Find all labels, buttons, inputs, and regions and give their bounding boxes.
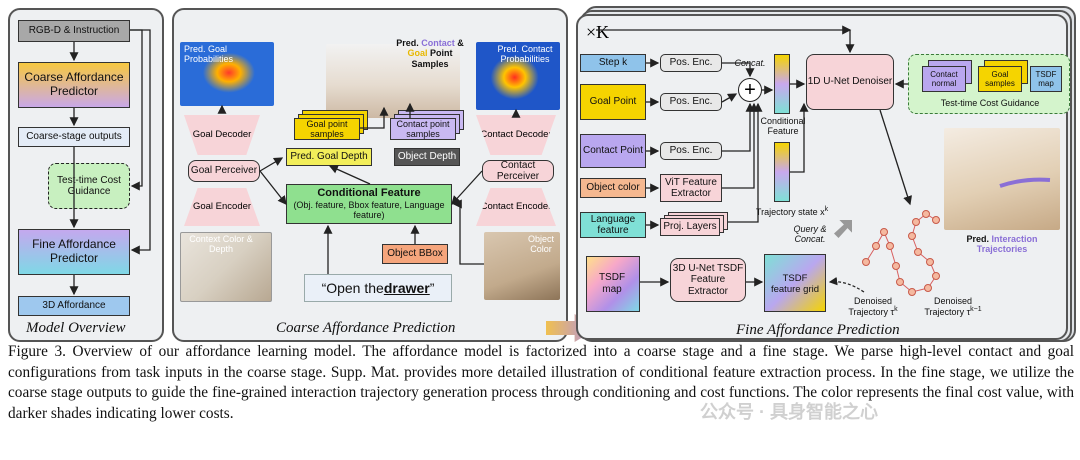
contact-probability-heatmap (476, 42, 560, 110)
pred-goal-depth: Pred. Goal Depth (286, 148, 372, 166)
contact-normal: Contact normal (922, 66, 966, 92)
goal-point: Goal Point (580, 84, 646, 120)
coarse-predictor-box: Coarse Affordance Predictor (18, 62, 130, 108)
denoised-k1-label: Denoised Trajectory τk−1 (924, 296, 982, 318)
model-overview-title: Model Overview (26, 320, 126, 336)
language-feature: Language feature (580, 212, 646, 238)
vit-extractor: ViT Feature Extractor (660, 174, 722, 202)
contact-encoder: Contact Encoder (476, 188, 556, 226)
contact-point-samples: Contact point samples (390, 118, 456, 140)
tsdf-grid-cube (764, 254, 826, 312)
denoiser: 1D U-Net Denoiser (806, 54, 894, 110)
concat-label: Concat. (734, 58, 766, 68)
step-k: Step k (580, 54, 646, 72)
object-color-image (484, 232, 560, 300)
pos-enc-contact: Pos. Enc. (660, 142, 722, 160)
unet3d-extractor: 3D U-Net TSDF Feature Extractor (670, 258, 746, 302)
goal-point-samples: Goal point samples (294, 118, 360, 140)
object-depth: Object Depth (394, 148, 460, 166)
pos-enc-goal: Pos. Enc. (660, 93, 722, 111)
repeat-k: ×K (586, 22, 610, 42)
watermark: 公众号 · 具身智能之心 (700, 402, 878, 422)
goal-probability-label: Pred. Goal Probabilities (184, 44, 234, 65)
cost-guidance-label: Test-time Cost Guidance (940, 98, 1040, 108)
concat-node: + (738, 78, 762, 102)
cost-guidance-box: Test-time Cost Guidance (48, 163, 130, 209)
conditional-feature-box: Conditional Feature (Obj. feature, Bbox … (286, 184, 452, 224)
coarse-outputs-box: Coarse-stage outputs (18, 127, 130, 147)
contact-perceiver: Contact Perceiver (482, 160, 554, 182)
trajectory-state-label: Trajectory state xk (755, 206, 829, 217)
query-concat-label: Query & Concat. (793, 224, 827, 245)
contact-probability-label: Pred. Contact Probabilities (497, 44, 553, 65)
pos-enc-step: Pos. Enc. (660, 54, 722, 72)
tsdf-map-tile (586, 256, 640, 312)
goal-perceiver: Goal Perceiver (188, 160, 260, 182)
trajectory-state-bar (774, 142, 790, 202)
pred-trajectory-image (944, 128, 1060, 230)
conditional-feature-label: Conditional Feature (760, 116, 806, 137)
goal-probability-heatmap (180, 42, 274, 106)
coarse-panel-title: Coarse Affordance Prediction (276, 320, 456, 336)
context-color-depth-label: Context Color & Depth (189, 234, 253, 255)
object-color-label: Object Color (527, 234, 554, 255)
conditional-feature-bar (774, 54, 790, 114)
affordance-output-box: 3D Affordance (18, 296, 130, 316)
figure-caption: Figure 3. Overview of our affordance lea… (8, 343, 1074, 422)
proj-layers: Proj. Layers (660, 218, 720, 236)
contact-point: Contact Point (580, 134, 646, 168)
pred-trajectory-label: Pred. Interaction Trajectories (966, 234, 1038, 255)
tsdf-map-label: TSDF map (598, 272, 626, 295)
denoised-k-label: Denoised Trajectory τk (848, 296, 898, 318)
object-bbox: Object BBox (382, 244, 448, 264)
input-box: RGB-D & Instruction (18, 20, 130, 42)
object-color: Object color (580, 178, 646, 198)
context-color-depth-image (180, 232, 272, 302)
goal-encoder: Goal Encoder (184, 188, 260, 226)
fine-panel-title: Fine Affordance Prediction (736, 322, 900, 338)
contact-decoder: Contact Decoder (476, 115, 556, 155)
tsdf-grid-label: TSDF feature grid (770, 273, 820, 295)
instruction-box: “Open the drawer” (304, 274, 452, 302)
fine-predictor-box: Fine Affordance Predictor (18, 229, 130, 275)
cost-tsdf-map: TSDF map (1030, 66, 1062, 92)
scene-image (326, 44, 460, 118)
goal-decoder: Goal Decoder (184, 115, 260, 155)
goal-samples: Goal samples (978, 66, 1022, 92)
samples-title: Pred. Contact & Goal Point Samples (396, 38, 464, 69)
